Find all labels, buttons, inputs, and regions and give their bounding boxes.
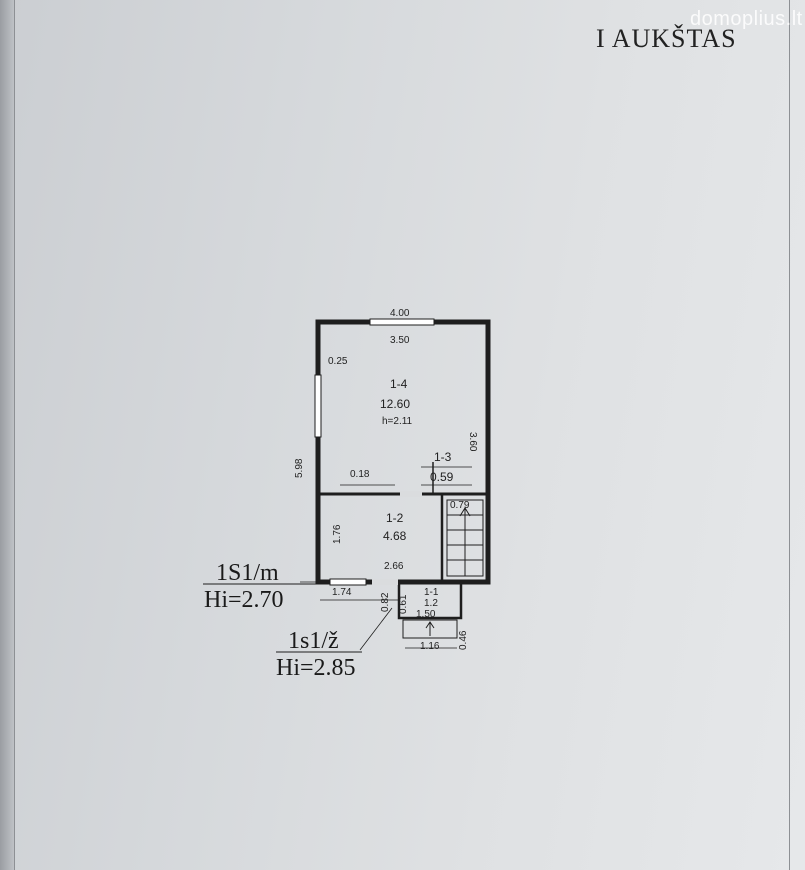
dim-wall-018: 0.18 <box>350 469 370 480</box>
sheet-border-left <box>14 0 15 870</box>
watermark: domoplius.lt <box>690 8 803 30</box>
dim-116: 1.16 <box>420 641 440 652</box>
dim-150: 1.50 <box>416 609 436 620</box>
label-1s1z-hi: Hi=2.85 <box>276 655 356 681</box>
dim-width: 4.00 <box>390 308 410 319</box>
paper-edge <box>0 0 14 870</box>
room-1-4-id: 1-4 <box>390 377 408 391</box>
dim-inner-width: 3.50 <box>390 335 410 346</box>
label-1s1m-code: 1S1/m <box>216 560 279 586</box>
label-1s1m-hi: Hi=2.70 <box>204 587 284 613</box>
dim-window-offset: 0.25 <box>328 356 348 367</box>
dimension-lines <box>300 466 472 651</box>
room-1-3-id: 1-3 <box>434 450 452 464</box>
floor-title: I AUKŠTAS <box>596 24 737 53</box>
dim-bottom-174: 1.74 <box>332 587 352 598</box>
dim-room14-side: 3.60 <box>467 432 478 452</box>
dim-room13: 0.79 <box>450 500 470 511</box>
room-1-1-id: 1-1 <box>424 587 439 598</box>
room-1-4-area: 12.60 <box>380 397 410 411</box>
doors <box>372 491 422 585</box>
dim-room12-width: 2.66 <box>384 561 404 572</box>
dim-082: 0.82 <box>380 592 391 612</box>
staircase <box>446 499 484 577</box>
room-1-2-id: 1-2 <box>386 511 404 525</box>
dim-room12-side: 1.76 <box>332 524 343 544</box>
room-1-2-area: 4.68 <box>383 529 407 543</box>
room-1-4-height: h=2.11 <box>382 416 413 427</box>
dim-046: 0.46 <box>458 630 469 650</box>
windows <box>314 318 435 586</box>
entrance-steps <box>402 619 458 639</box>
dim-061: 0.61 <box>398 594 409 614</box>
label-1s1z-code: 1s1/ž <box>288 628 339 654</box>
dim-height: 5.98 <box>294 458 305 478</box>
room-1-3-area: 0.59 <box>430 470 454 484</box>
sheet-border-right <box>789 0 790 870</box>
room-1-1-area: 1.2 <box>424 598 438 609</box>
